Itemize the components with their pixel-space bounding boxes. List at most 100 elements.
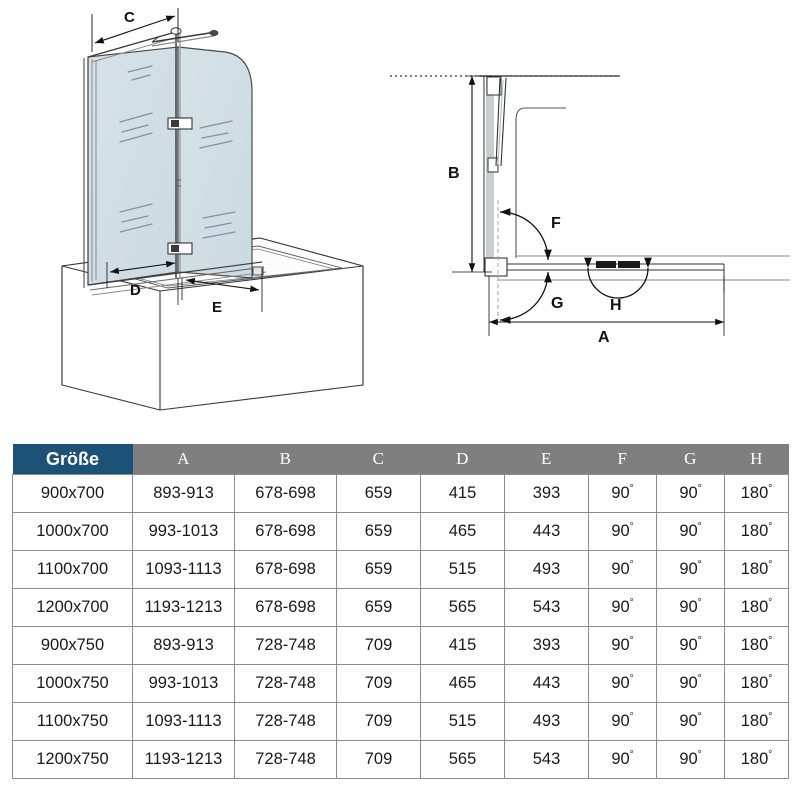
- label-f: F: [551, 215, 561, 232]
- cell-f: 90°: [588, 664, 657, 703]
- header-groesse: Größe: [12, 444, 133, 475]
- cell-d: 565: [420, 588, 505, 627]
- cell-size: 1000x750: [12, 664, 133, 703]
- door-handle: [596, 261, 640, 268]
- cell-c: 659: [336, 474, 421, 513]
- cell-h: 180°: [724, 550, 789, 589]
- cell-d: 415: [420, 474, 505, 513]
- label-h: H: [610, 297, 622, 314]
- cell-h: 180°: [724, 626, 789, 665]
- cell-a: 993-1013: [132, 512, 235, 551]
- cell-c: 709: [336, 740, 421, 779]
- cell-b: 728-748: [234, 740, 337, 779]
- cell-e: 443: [504, 664, 589, 703]
- cell-f: 90°: [588, 626, 657, 665]
- dimension-b: B: [448, 75, 492, 273]
- label-a: A: [598, 329, 610, 346]
- cell-f: 90°: [588, 702, 657, 741]
- top-bracket: [486, 76, 502, 96]
- cell-h: 180°: [724, 588, 789, 627]
- cell-g: 90°: [656, 550, 725, 589]
- glass-highlight-top: [127, 65, 153, 81]
- cell-c: 709: [336, 626, 421, 665]
- cell-a: 993-1013: [132, 664, 235, 703]
- header-f: F: [588, 444, 657, 475]
- cell-a: 893-913: [132, 474, 235, 513]
- header-d: D: [420, 444, 505, 475]
- dimension-d: D: [106, 260, 179, 305]
- cell-f: 90°: [588, 588, 657, 627]
- glass-edge-profile: [515, 107, 566, 258]
- cell-e: 543: [504, 588, 589, 627]
- glass-reflection-lines-right: [199, 120, 236, 239]
- header-e: E: [504, 444, 589, 475]
- cell-e: 493: [504, 550, 589, 589]
- cell-h: 180°: [724, 702, 789, 741]
- cell-f: 90°: [588, 474, 657, 513]
- technical-diagram: C D E: [61, 8, 790, 411]
- cell-c: 709: [336, 702, 421, 741]
- glass-reflection-lines-left: [119, 112, 153, 233]
- diagram-canvas: C D E: [61, 8, 790, 411]
- angle-arc-f: F: [499, 208, 561, 261]
- cell-c: 659: [336, 588, 421, 627]
- cell-size: 1100x750: [12, 702, 133, 741]
- cell-a: 1193-1213: [132, 588, 235, 627]
- cell-f: 90°: [588, 740, 657, 779]
- cell-h: 180°: [724, 474, 789, 513]
- cell-size: 1000x700: [12, 512, 133, 551]
- label-e: E: [212, 299, 222, 316]
- dimension-c: C: [91, 8, 179, 52]
- glass-panel-left: [87, 46, 179, 286]
- cell-size: 900x700: [12, 474, 133, 513]
- angle-arc-g: G: [499, 271, 563, 324]
- bottom-rail: [87, 261, 267, 296]
- cell-size: 1100x700: [12, 550, 133, 589]
- cell-a: 1093-1113: [132, 702, 235, 741]
- label-d: D: [130, 282, 141, 299]
- cell-d: 515: [420, 550, 505, 589]
- cell-h: 180°: [724, 740, 789, 779]
- cell-e: 393: [504, 626, 589, 665]
- mid-bracket: [487, 157, 499, 173]
- cell-size: 1200x700: [12, 588, 133, 627]
- label-b: B: [448, 165, 460, 182]
- cell-b: 728-748: [234, 702, 337, 741]
- cell-d: 415: [420, 626, 505, 665]
- header-h: H: [724, 444, 789, 475]
- cell-b: 678-698: [234, 588, 337, 627]
- cell-a: 1093-1113: [132, 550, 235, 589]
- cell-b: 678-698: [234, 512, 337, 551]
- angle-arc-h: H: [584, 257, 652, 314]
- label-c: C: [124, 9, 135, 26]
- cell-g: 90°: [656, 702, 725, 741]
- cell-b: 678-698: [234, 474, 337, 513]
- wall-profile: [83, 57, 97, 288]
- cell-e: 393: [504, 474, 589, 513]
- glass-panel-right: [177, 46, 253, 279]
- label-g: G: [551, 295, 563, 312]
- cell-g: 90°: [656, 664, 725, 703]
- wall-post: [483, 76, 494, 272]
- cell-d: 565: [420, 740, 505, 779]
- dimension-a: A: [488, 276, 725, 346]
- cell-h: 180°: [724, 664, 789, 703]
- diagonal-support-bar: [495, 77, 507, 167]
- header-a: A: [132, 444, 235, 475]
- perspective-view: C D E: [61, 8, 364, 411]
- plan-view: B F G H: [390, 75, 790, 346]
- cell-e: 443: [504, 512, 589, 551]
- cell-e: 493: [504, 702, 589, 741]
- cell-d: 515: [420, 702, 505, 741]
- cell-size: 1200x750: [12, 740, 133, 779]
- cell-size: 900x750: [12, 626, 133, 665]
- cell-f: 90°: [588, 550, 657, 589]
- cell-c: 659: [336, 512, 421, 551]
